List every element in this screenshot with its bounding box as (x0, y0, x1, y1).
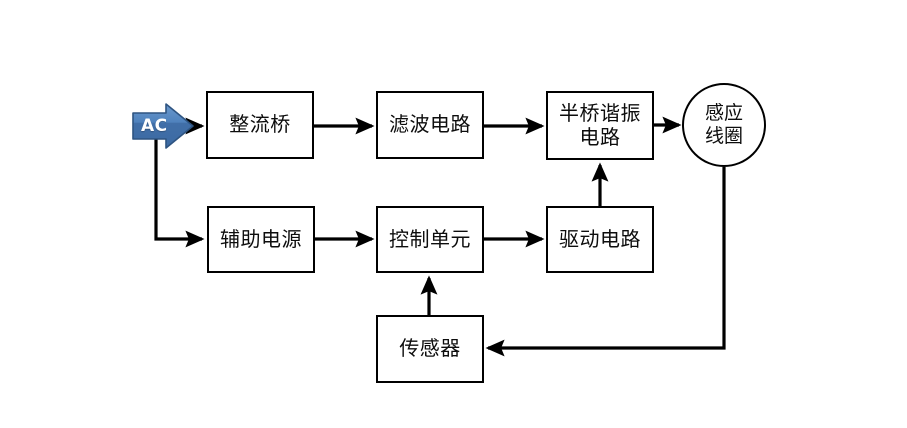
node-half-bridge-resonant-label: 半桥谐振 电路 (559, 100, 641, 149)
node-induction-coil[interactable]: 感应 线圈 (682, 83, 766, 167)
node-induction-coil-label: 感应 线圈 (704, 102, 743, 147)
node-rectifier[interactable]: 整流桥 (206, 91, 314, 159)
node-driver-circuit-label: 驱动电路 (559, 226, 641, 251)
node-auxiliary-power[interactable]: 辅助电源 (207, 206, 315, 273)
node-auxiliary-power-label: 辅助电源 (220, 226, 302, 251)
node-control-unit[interactable]: 控制单元 (376, 206, 484, 273)
node-half-bridge-resonant[interactable]: 半桥谐振 电路 (546, 91, 654, 160)
node-control-unit-label: 控制单元 (389, 226, 471, 251)
wire-coil-to-sensor (485, 167, 726, 357)
node-sensor[interactable]: 传感器 (376, 315, 484, 383)
node-filter[interactable]: 滤波电路 (376, 91, 484, 159)
node-filter-label: 滤波电路 (389, 112, 471, 137)
node-sensor-label: 传感器 (399, 336, 461, 361)
node-driver-circuit[interactable]: 驱动电路 (546, 206, 654, 273)
wire-ac-branch-to-auxpower (154, 126, 205, 248)
ac-source-arrow (132, 103, 194, 149)
node-rectifier-label: 整流桥 (229, 112, 291, 137)
